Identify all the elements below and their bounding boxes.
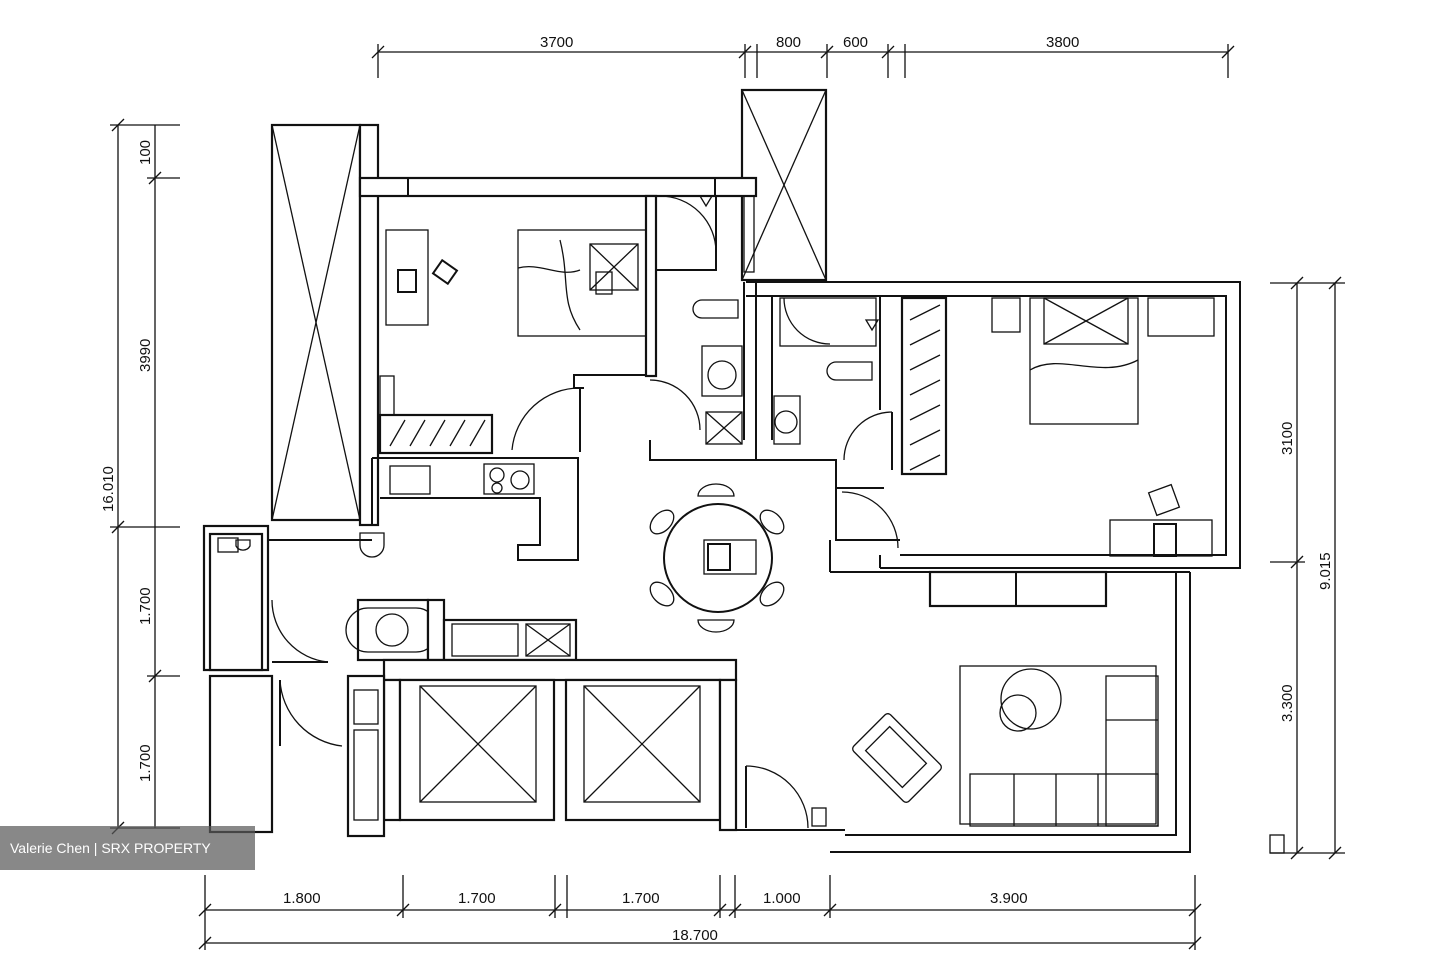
bottom-dim-3: 1.700	[622, 890, 660, 907]
left-total: 16.010	[100, 466, 117, 512]
left-dim-2: 3990	[137, 339, 154, 372]
laundry-area	[345, 598, 578, 662]
top-dim-3: 600	[843, 34, 868, 51]
bottom-dim-4: 1.000	[763, 890, 801, 907]
bottom-dim-2: 1.700	[458, 890, 496, 907]
top-dimension-lines: 3700 800 600 3800	[371, 34, 1235, 78]
interior-walls	[743, 282, 1190, 573]
bottom-dimension-lines: 1.800 1.700 1.700 1.000 3.900 18.700	[198, 875, 1202, 950]
top-dim-4: 3800	[1046, 34, 1079, 51]
watermark-label: Valerie Chen | SRX PROPERTY	[0, 826, 255, 870]
left-dim-4: 1.700	[137, 744, 154, 782]
bottom-dim-1: 1.800	[283, 890, 321, 907]
right-total: 9.015	[1317, 552, 1334, 590]
ac-ledge-left	[270, 123, 380, 527]
bottom-dim-5: 3.900	[990, 890, 1028, 907]
right-dim-1: 3100	[1279, 422, 1296, 455]
right-dim-2: 3.300	[1279, 684, 1296, 722]
bottom-total: 18.700	[672, 927, 718, 944]
bedroom-2	[378, 196, 647, 455]
lift-core	[346, 658, 845, 838]
left-dim-1: 100	[137, 140, 154, 165]
left-dim-3: 1.700	[137, 587, 154, 625]
top-dim-1: 3700	[540, 34, 573, 51]
bathroom-common	[644, 194, 837, 488]
kitchen	[359, 457, 579, 561]
master-bedroom	[835, 296, 1215, 557]
top-dim-2: 800	[776, 34, 801, 51]
dining-table	[649, 483, 785, 633]
right-dimension-lines: 3100 3.300 9.015	[1269, 276, 1345, 860]
left-dimension-lines: 100 3990 1.700 1.700 16.010	[100, 118, 180, 835]
bathroom-master	[771, 296, 893, 470]
service-yard	[202, 524, 372, 834]
living-room	[745, 665, 1159, 829]
